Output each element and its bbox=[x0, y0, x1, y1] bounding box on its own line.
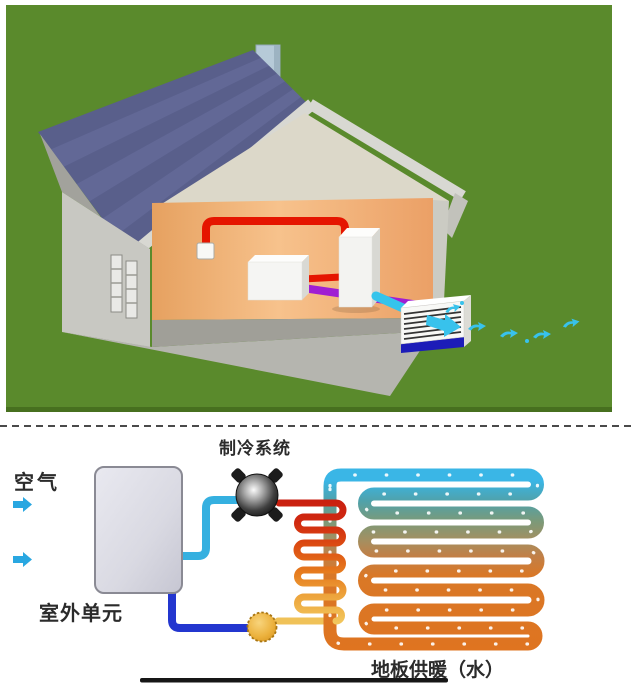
refrigerant-condenser-coil bbox=[275, 499, 347, 625]
wall-radiator-unit bbox=[247, 255, 309, 301]
air-swirl-icons bbox=[444, 301, 581, 343]
left-wall-window bbox=[110, 254, 123, 313]
outdoor-unit-label: 室外单元 bbox=[39, 603, 123, 625]
house-scene bbox=[6, 5, 612, 412]
floor-heating-label: 地板供暖（水） bbox=[371, 660, 505, 681]
air-arrow-icons bbox=[13, 497, 32, 567]
left-wall-window bbox=[125, 260, 138, 319]
ground-baseline bbox=[140, 678, 448, 683]
ceiling-hot-pipe bbox=[202, 217, 349, 258]
return-pipe-blue bbox=[168, 586, 251, 632]
cooling-system-label: 制冷系统 bbox=[219, 439, 291, 458]
roof-right-sliver bbox=[442, 193, 468, 238]
indoor-heat-pump-unit bbox=[332, 228, 380, 313]
roof-fascia-right bbox=[307, 99, 466, 201]
interior-floor bbox=[152, 318, 433, 347]
outdoor-unit-box bbox=[94, 466, 183, 594]
thermostat-box bbox=[196, 242, 215, 260]
schematic-diagram bbox=[0, 425, 632, 683]
radiator-link-pipe bbox=[299, 273, 345, 283]
foundation-slab bbox=[62, 331, 433, 396]
front-wall-cut-edge bbox=[433, 200, 449, 321]
pump-icon bbox=[246, 611, 278, 643]
air-arrow-icon bbox=[13, 497, 32, 512]
air-out-arrow-icon bbox=[426, 314, 461, 337]
air-arrow-icon bbox=[13, 552, 32, 567]
suction-pipe-cyan bbox=[176, 496, 241, 560]
grass-edge bbox=[6, 407, 612, 412]
air-label: 空气 bbox=[14, 472, 60, 494]
gable-attic-wall bbox=[160, 113, 449, 205]
floor-heating-coil bbox=[323, 468, 545, 651]
compressor-icon bbox=[231, 468, 283, 522]
